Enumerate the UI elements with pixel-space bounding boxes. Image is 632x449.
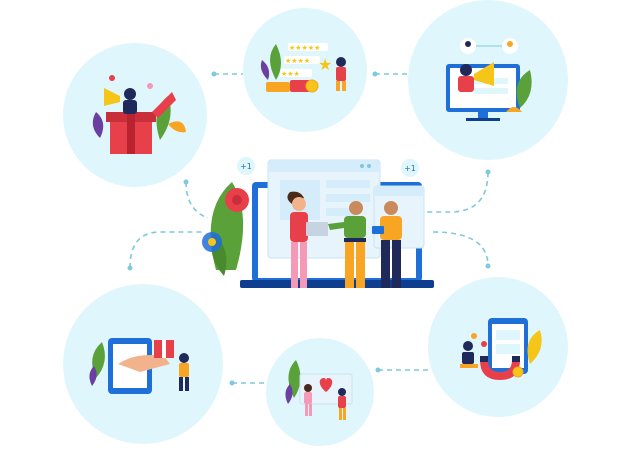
- connector-right-center: [432, 231, 489, 267]
- connector-left-center: [129, 231, 205, 269]
- plus-badge: +1: [401, 159, 419, 177]
- person-rating: [336, 57, 346, 91]
- avatar: [460, 38, 518, 54]
- heart-icon: [109, 75, 115, 81]
- heart-scene: [285, 360, 353, 420]
- person-heart-left: [304, 384, 312, 416]
- coins-icon: [471, 333, 524, 378]
- leaf-icon: [506, 70, 532, 112]
- svg-text:★★★★★: ★★★★★: [289, 44, 320, 52]
- person-man-orange: [372, 201, 402, 288]
- leaf-icon: [285, 360, 301, 404]
- magnet-scene: [460, 318, 542, 380]
- leaf-icon: [527, 330, 542, 364]
- svg-text:★★★★: ★★★★: [285, 57, 310, 65]
- leaf-icon: [89, 342, 105, 386]
- center-scene: +1 +1: [202, 157, 434, 288]
- person-monitor: [458, 64, 474, 92]
- plus-badge-label: +1: [404, 164, 416, 173]
- rating-scene: ★★★★★ ★★★★ ★★★ ★: [260, 43, 346, 93]
- svg-text:★★★: ★★★: [281, 70, 300, 78]
- person-heart-right: [338, 388, 346, 420]
- flower-icon: [225, 188, 249, 212]
- person-magnet: [460, 341, 478, 368]
- person-megaphone: [123, 88, 137, 114]
- gift-scene: [92, 75, 186, 154]
- smartphone-icon: [488, 318, 528, 374]
- gift-box-icon: [154, 340, 174, 358]
- flower-icon: [202, 232, 222, 252]
- gift-box-icon: [106, 92, 176, 154]
- megaphone-icon: [104, 88, 120, 106]
- plus-badge-label: +1: [240, 162, 252, 171]
- monitor-scene: [446, 38, 532, 121]
- person-woman: [287, 191, 328, 288]
- person-handout: [179, 353, 189, 391]
- rating-stars-icon: ★★★★★ ★★★★ ★★★ ★: [280, 43, 332, 78]
- handshake-icon: [118, 355, 170, 372]
- heart-icon: [147, 83, 153, 89]
- plus-badge: +1: [237, 157, 255, 175]
- leaf-icon: [260, 44, 281, 80]
- heart-icon: [319, 378, 333, 392]
- person-man-green: [328, 201, 366, 288]
- megaphone-icon: [474, 62, 494, 86]
- connector-lines: [129, 73, 489, 384]
- handout-scene: [89, 338, 189, 394]
- connector-gift-center: [185, 181, 209, 219]
- coins-icon: [266, 79, 319, 93]
- connector-dots: [127, 71, 491, 386]
- connector-monitor-center: [423, 171, 489, 213]
- svg-text:★: ★: [318, 55, 332, 74]
- magnet-icon: [480, 356, 520, 380]
